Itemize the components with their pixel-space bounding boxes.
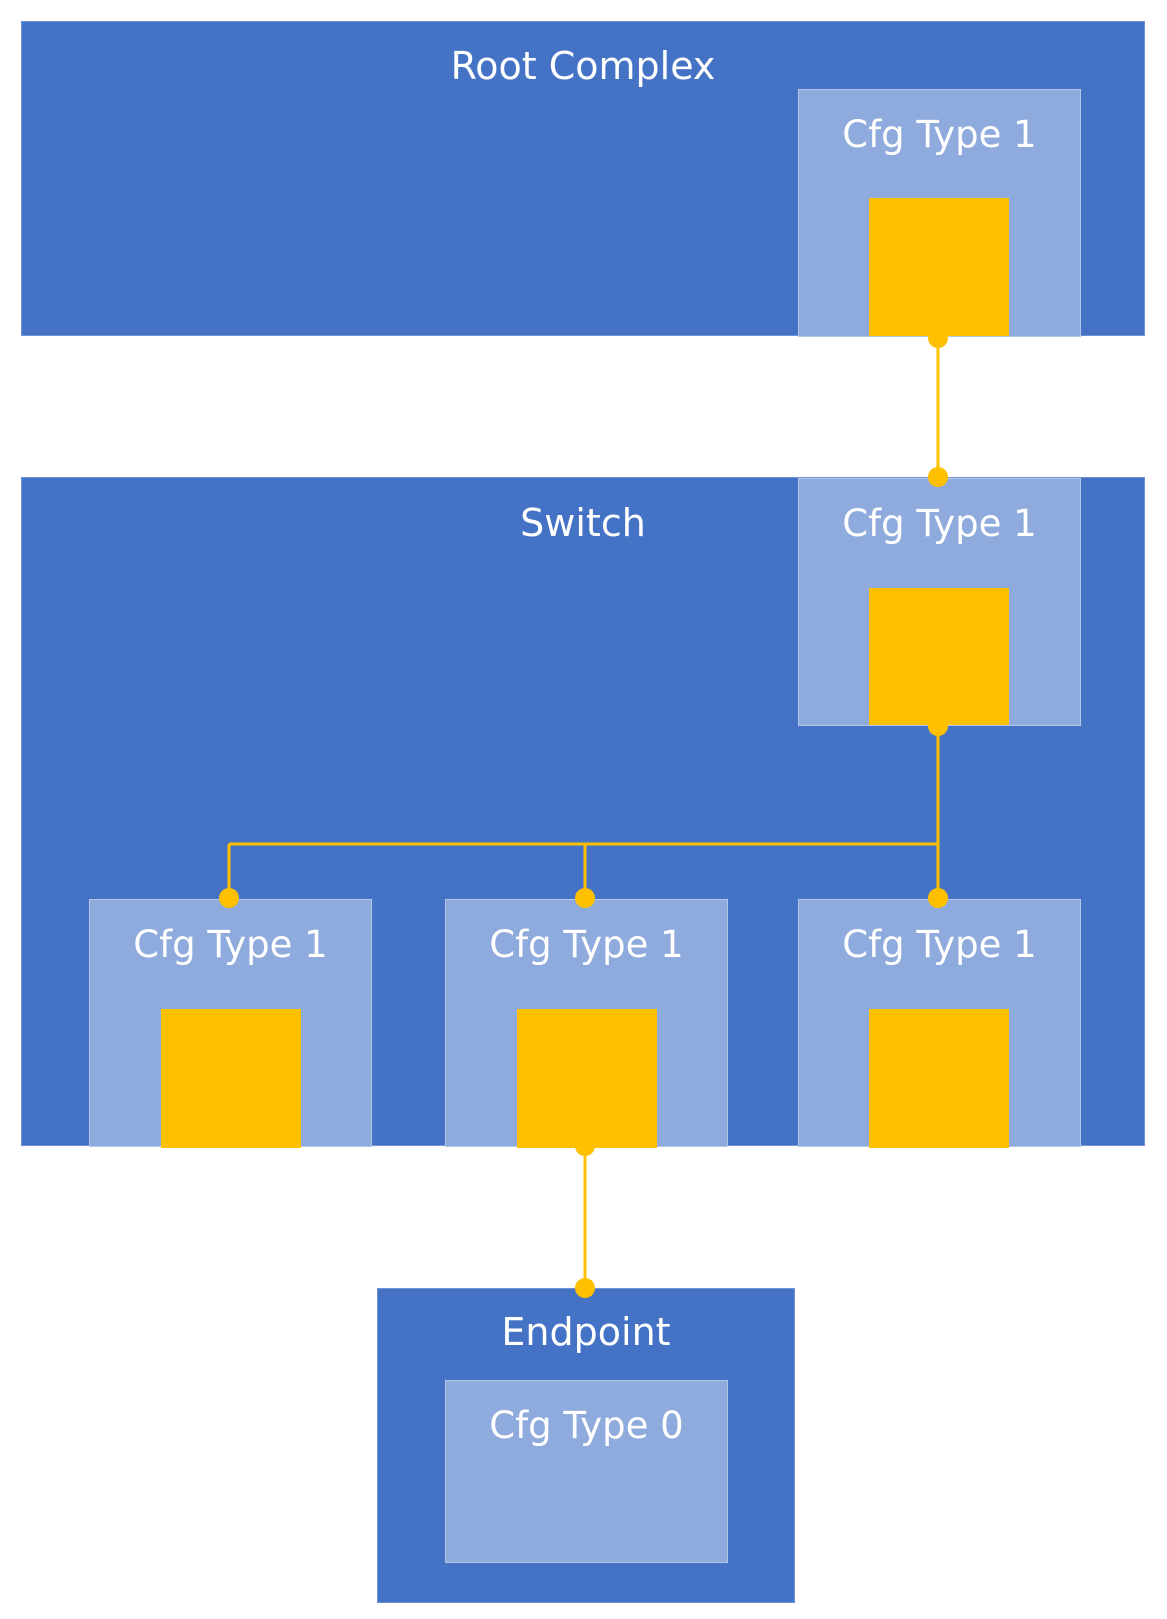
root-complex-block: Root Complex Cfg Type 1	[21, 21, 1145, 337]
endpoint-cfg-label: Cfg Type 0	[489, 1404, 684, 1447]
endpoint-block: Endpoint Cfg Type 0	[377, 1288, 795, 1603]
endpoint-title: Endpoint	[501, 1310, 671, 1354]
switch-downstream-port-1	[161, 1009, 301, 1148]
endpoint-cfg-box: Cfg Type 0	[445, 1380, 728, 1563]
switch-downstream-cfg-box-3: Cfg Type 1	[798, 899, 1081, 1148]
switch-title: Switch	[520, 501, 646, 545]
switch-downstream-cfg-box-2: Cfg Type 1	[445, 899, 728, 1148]
switch-upstream-port	[869, 588, 1009, 725]
root-complex-title: Root Complex	[450, 44, 716, 88]
switch-downstream-port-2	[517, 1009, 657, 1148]
root-complex-cfg-box: Cfg Type 1	[798, 89, 1081, 337]
switch-upstream-cfg-label: Cfg Type 1	[842, 502, 1037, 545]
root-complex-cfg-label: Cfg Type 1	[842, 113, 1037, 156]
switch-block: Switch Cfg Type 1 Cfg Type 1 Cfg Type 1 …	[21, 477, 1145, 1148]
switch-downstream-cfg-label-3: Cfg Type 1	[842, 923, 1037, 966]
switch-downstream-cfg-label-2: Cfg Type 1	[489, 923, 684, 966]
switch-downstream-port-3	[869, 1009, 1009, 1148]
switch-downstream-cfg-label-1: Cfg Type 1	[133, 923, 328, 966]
switch-downstream-cfg-box-1: Cfg Type 1	[89, 899, 372, 1148]
root-complex-port	[869, 198, 1009, 336]
switch-upstream-cfg-box: Cfg Type 1	[798, 478, 1081, 726]
